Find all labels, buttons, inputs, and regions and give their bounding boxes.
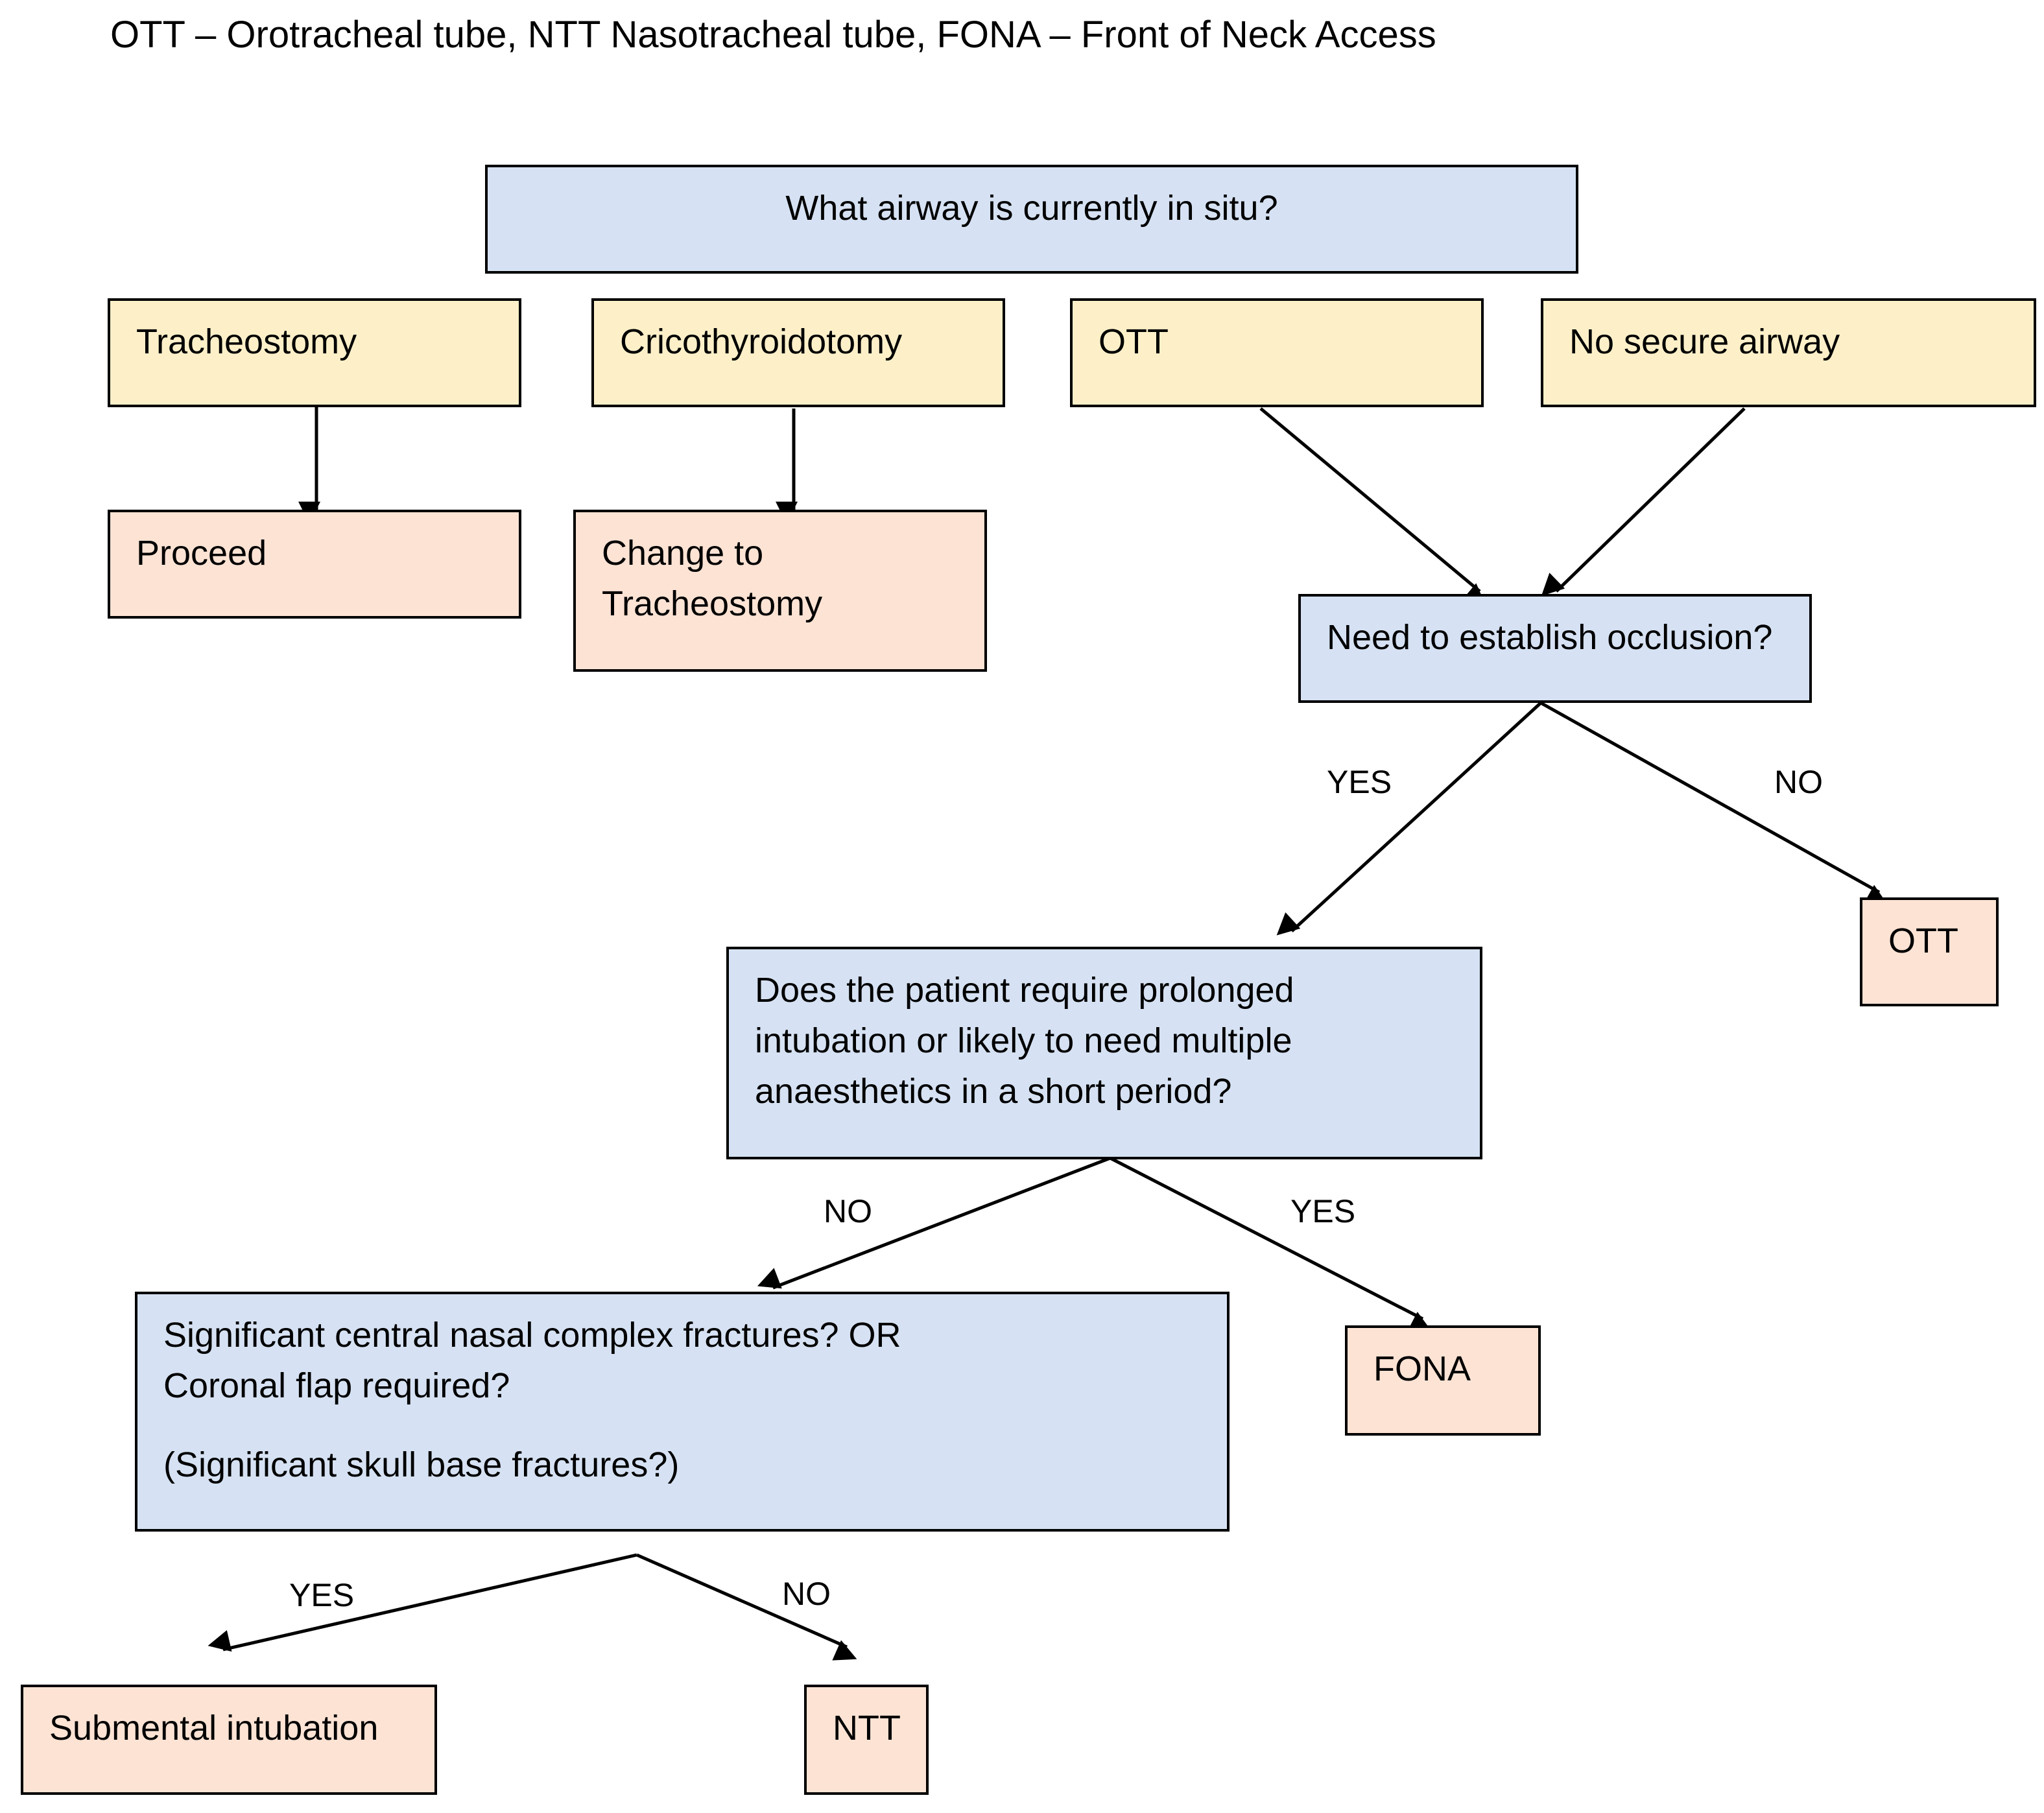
edge-label-nasal-no: NO xyxy=(782,1576,831,1612)
question-current-airway: What airway is currently in situ? xyxy=(485,165,1578,274)
result-submental-text: Submental intubation xyxy=(49,1709,379,1748)
arrow-nasal-no xyxy=(636,1553,857,1661)
result-ntt: NTT xyxy=(804,1685,929,1795)
question-nasal-line-3: (Significant skull base fractures?) xyxy=(163,1445,680,1484)
result-ott-text: OTT xyxy=(1888,921,1958,960)
edge-label-prolonged-yes: YES xyxy=(1290,1193,1356,1229)
abbreviations-legend: OTT – Orotracheal tube, NTT Nasotracheal… xyxy=(110,14,1436,56)
question-prolonged-line-1: Does the patient require prolonged xyxy=(755,971,1294,1010)
result-fona: FONA xyxy=(1345,1325,1541,1436)
edge-label-prolonged-no: NO xyxy=(824,1193,872,1229)
arrow-prolonged-yes xyxy=(1109,1156,1432,1332)
question-prolonged-intubation: Does the patient require prolonged intub… xyxy=(726,947,1482,1159)
edge-label-occlusion-no: NO xyxy=(1774,764,1823,800)
question-prolonged-line-3: anaesthetics in a short period? xyxy=(755,1072,1232,1111)
edge-label-nasal-yes: YES xyxy=(289,1577,355,1613)
arrow-occlusion-no xyxy=(1539,701,1888,906)
result-fona-text: FONA xyxy=(1373,1349,1471,1388)
result-submental-intubation: Submental intubation xyxy=(21,1685,437,1795)
result-proceed-text: Proceed xyxy=(136,534,267,573)
question-need-occlusion: Need to establish occlusion? xyxy=(1298,594,1812,703)
result-change-to-tracheostomy: Change to Tracheostomy xyxy=(573,510,987,672)
option-ott-text: OTT xyxy=(1099,322,1169,361)
arrow-occlusion-yes xyxy=(1276,702,1542,936)
question-prolonged-line-2: intubation or likely to need multiple xyxy=(755,1021,1292,1060)
option-ott: OTT xyxy=(1070,298,1484,407)
option-no-secure-airway: No secure airway xyxy=(1541,298,2036,407)
result-ott: OTT xyxy=(1860,897,1999,1006)
arrow-prolonged-no xyxy=(757,1156,1111,1290)
arrow-ott-to-occlusion xyxy=(1259,407,1486,606)
question-nasal-line-2: Coronal flap required? xyxy=(163,1366,510,1405)
edge-label-occlusion-yes: YES xyxy=(1327,764,1392,800)
arrow-nasal-yes xyxy=(208,1553,637,1652)
option-no-secure-airway-text: No secure airway xyxy=(1569,322,1840,361)
option-cricothyroidotomy-text: Cricothyroidotomy xyxy=(620,322,903,361)
question-nasal-fractures: Significant central nasal complex fractu… xyxy=(135,1292,1230,1532)
result-proceed: Proceed xyxy=(108,510,521,619)
option-tracheostomy: Tracheostomy xyxy=(108,298,521,407)
result-change-line-2: Tracheostomy xyxy=(602,584,823,623)
option-tracheostomy-text: Tracheostomy xyxy=(136,322,357,361)
result-change-line-1: Change to xyxy=(602,534,764,573)
option-cricothyroidotomy: Cricothyroidotomy xyxy=(591,298,1005,407)
question-need-occlusion-text: Need to establish occlusion? xyxy=(1327,618,1773,657)
arrow-no-secure-to-occlusion xyxy=(1541,407,1746,597)
question-current-airway-text: What airway is currently in situ? xyxy=(785,189,1278,228)
result-ntt-text: NTT xyxy=(833,1709,901,1748)
question-nasal-line-1: Significant central nasal complex fractu… xyxy=(163,1316,901,1355)
